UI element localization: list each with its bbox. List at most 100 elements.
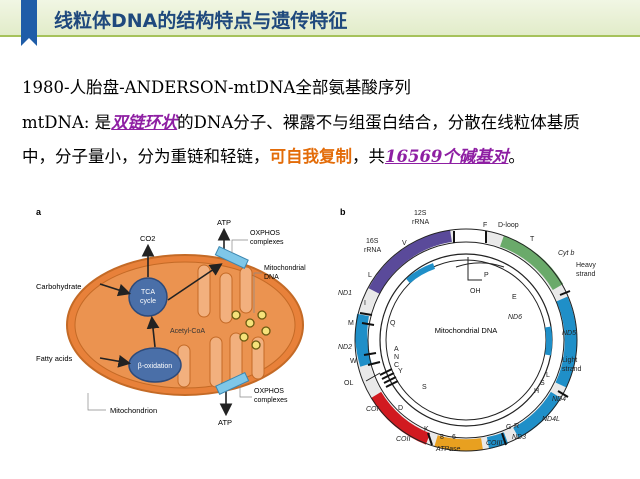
atp6-label: 6 <box>452 434 456 441</box>
ol-label: OL <box>344 380 353 387</box>
nd6-label: ND6 <box>508 314 522 321</box>
line3-emphasis-replication: 可自我复制 <box>269 147 353 166</box>
figure-a-mitochondrion: a TCA cycle β-oxidation Acetyl-CoA CO2 A… <box>36 207 306 427</box>
title-bar: 线粒体DNA的结构特点与遗传特征 <box>0 0 640 46</box>
title-flag-icon <box>21 0 37 46</box>
line3-emphasis-basepairs: 16569个碱基对 <box>385 147 509 166</box>
nd1-label: ND1 <box>338 290 352 297</box>
nd5-label: ND5 <box>562 330 576 337</box>
trna-ticks <box>359 231 571 446</box>
rrna12-label-1: 12S <box>414 210 427 217</box>
coii-label: COII <box>396 436 410 443</box>
coiii-label: COIII <box>486 440 502 447</box>
trna-h-label: H <box>534 388 539 395</box>
coi-label: COI <box>366 406 379 413</box>
oxphos-bottom-label-2: complexes <box>254 397 288 404</box>
fatty-acids-label: Fatty acids <box>36 354 73 363</box>
oxphos-complex-bottom <box>215 371 250 395</box>
trna-w-label: W <box>350 358 357 365</box>
atp-bottom-label: ATP <box>218 418 232 427</box>
trna-q-label: Q <box>390 320 396 327</box>
line2-suffix: 的DNA分子、裸露不与组蛋白结合，分散在线粒体基质 <box>177 113 580 132</box>
tca-cycle-node <box>128 277 168 317</box>
heavy-strand-label-1: Heavy <box>576 262 596 269</box>
trna-d-label: D <box>398 405 403 412</box>
line2-emphasis: 双链环状 <box>111 113 178 132</box>
cristae <box>177 264 265 388</box>
rrna16-label-1: 16S <box>366 238 379 245</box>
mito-dna-label-1: Mitochondrial <box>264 265 306 272</box>
tca-label: TCA <box>141 289 155 296</box>
mitochondrial-dna-circles <box>231 310 271 350</box>
trna-m-label: M <box>348 320 354 327</box>
mito-dna-label-2: DNA <box>264 274 279 281</box>
slide-title: 线粒体DNA的结构特点与遗传特征 <box>54 10 348 32</box>
trna-y-label: Y <box>398 368 403 375</box>
text-line-2: mtDNA: 是双链环状的DNA分子、裸露不与组蛋白结合，分散在线粒体基质 <box>22 112 580 134</box>
trna-e-label: E <box>512 294 517 301</box>
carbohydrate-label: Carbohydrate <box>36 282 81 291</box>
oh-label: OH <box>470 288 481 295</box>
line3-mid: ，共 <box>352 147 385 166</box>
atp8-label: 8 <box>440 434 444 441</box>
line3-end: 。 <box>508 147 525 166</box>
trna-v-label: V <box>402 240 407 247</box>
center-label: Mitochondrial DNA <box>435 326 498 335</box>
trna-t-label: T <box>530 236 535 243</box>
heavy-strand-label-2: strand <box>576 271 596 278</box>
light-strand-inner <box>385 259 547 421</box>
oxphos-top-label-2: complexes <box>250 239 284 246</box>
panel-b-label: b <box>340 207 346 217</box>
line2-prefix: mtDNA: 是 <box>22 113 112 132</box>
d-loop-arc <box>455 262 505 268</box>
pathway-arrows <box>99 227 233 417</box>
trna-n-label: N <box>394 354 399 361</box>
figure-b-mtdna-map: b 12S rRNA <box>338 207 596 453</box>
atpase-label: ATPase <box>435 446 460 453</box>
ol-pointer <box>365 372 381 382</box>
trna-i-label: I <box>364 300 366 307</box>
co2-label: CO2 <box>140 234 155 243</box>
d-loop-marker <box>467 257 482 281</box>
trna-s1-label: S <box>422 384 427 391</box>
leader-lines <box>87 239 262 411</box>
trna-a-label: A <box>394 346 399 353</box>
line3-prefix: 中，分子量小，分为重链和轻链， <box>22 147 270 166</box>
trna-r-label: R <box>514 423 519 430</box>
nd4-label: ND4 <box>552 396 566 403</box>
oxphos-top-label-1: OXPHOS <box>250 230 280 237</box>
cytb-label: Cyt b <box>558 250 574 257</box>
rrna12-label-2: rRNA <box>412 219 429 226</box>
trna-s2-label: S <box>540 380 545 387</box>
trna-g-label: G <box>506 424 511 431</box>
panel-a-label: a <box>36 207 42 217</box>
trna-f-label: F <box>483 222 487 229</box>
tca-cycle-label: cycle <box>140 298 156 305</box>
light-strand-label-2: strand <box>562 366 582 373</box>
oxphos-bottom-label-1: OXPHOS <box>254 388 284 395</box>
light-strand-ring <box>379 253 553 427</box>
d-loop-label: D-loop <box>498 222 519 229</box>
oxphos-complex-top <box>214 245 249 269</box>
outer-ring-border <box>367 241 565 439</box>
trna-c-label: C <box>394 362 399 369</box>
text-line-1: 1980-人胎盘-ANDERSON-mtDNA全部氨基酸序列 <box>22 78 411 97</box>
rrna16-label-2: rRNA <box>364 247 381 254</box>
trna-k-label: K <box>424 426 429 433</box>
outer-ring-edge <box>354 228 578 452</box>
nd3-label: ND3 <box>512 434 526 441</box>
nd6-light-segment <box>545 326 553 356</box>
trna-p-label: P <box>484 272 489 279</box>
nd2-label: ND2 <box>338 344 352 351</box>
trna-l2-label: L <box>546 372 550 379</box>
light-strand-label-1: Light <box>562 357 577 364</box>
text-line-3: 中，分子量小，分为重链和轻链，可自我复制，共16569个碱基对。 <box>22 146 525 168</box>
nd6-inner-segment <box>406 263 436 284</box>
nd4l-label: ND4L <box>542 416 560 423</box>
heavy-strand-ring <box>355 229 577 452</box>
beta-oxidation-label: β-oxidation <box>138 363 172 370</box>
acetyl-coa-label: Acetyl-CoA <box>170 328 205 335</box>
trna-l1-label: L <box>368 272 372 279</box>
atp-top-label: ATP <box>217 218 231 227</box>
mitochondrion-label: Mitochondrion <box>110 406 157 415</box>
